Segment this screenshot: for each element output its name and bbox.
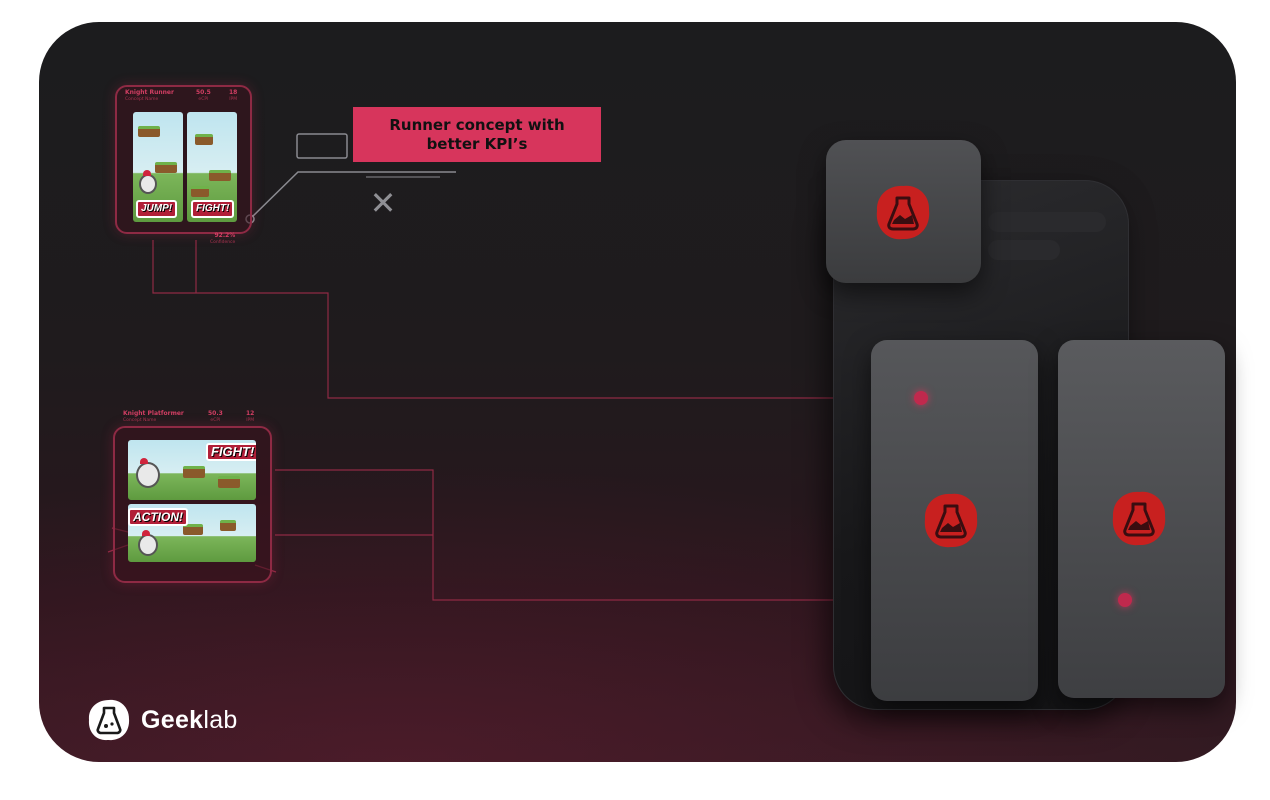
connector-endpoint-bottom <box>1118 593 1132 607</box>
creative-panel-fight: FIGHT! <box>128 440 256 500</box>
close-icon: ✕ <box>369 184 397 222</box>
geeklab-logo-icon <box>88 699 130 741</box>
creative-panel-jump: JUMP! <box>133 112 183 222</box>
jump-label: JUMP! <box>136 200 178 218</box>
geeklab-flask-icon <box>1112 491 1166 546</box>
geeklab-flask-icon <box>876 185 930 240</box>
connector-endpoint-top <box>914 391 928 405</box>
fight-label: FIGHT! <box>191 200 235 218</box>
brand-name: Geeklab <box>141 705 238 734</box>
creative-panel-action: ACTION! <box>128 504 256 562</box>
app-tile-left[interactable] <box>871 340 1038 701</box>
app-tile-right[interactable] <box>1058 340 1225 698</box>
insight-callout: Runner concept with better KPI’s <box>353 107 601 162</box>
callout-line-2: better KPI’s <box>426 134 528 153</box>
callout-line-1: Runner concept with <box>389 115 565 134</box>
app-tile-small[interactable] <box>826 140 981 283</box>
geeklab-logo: Geeklab <box>87 698 238 742</box>
geeklab-flask-icon <box>924 493 978 548</box>
confidence-metric: 92.2%Confidence <box>210 232 236 245</box>
fight-label: FIGHT! <box>206 443 256 461</box>
creative-panel-fight: FIGHT! <box>187 112 237 222</box>
action-label: ACTION! <box>128 508 188 526</box>
